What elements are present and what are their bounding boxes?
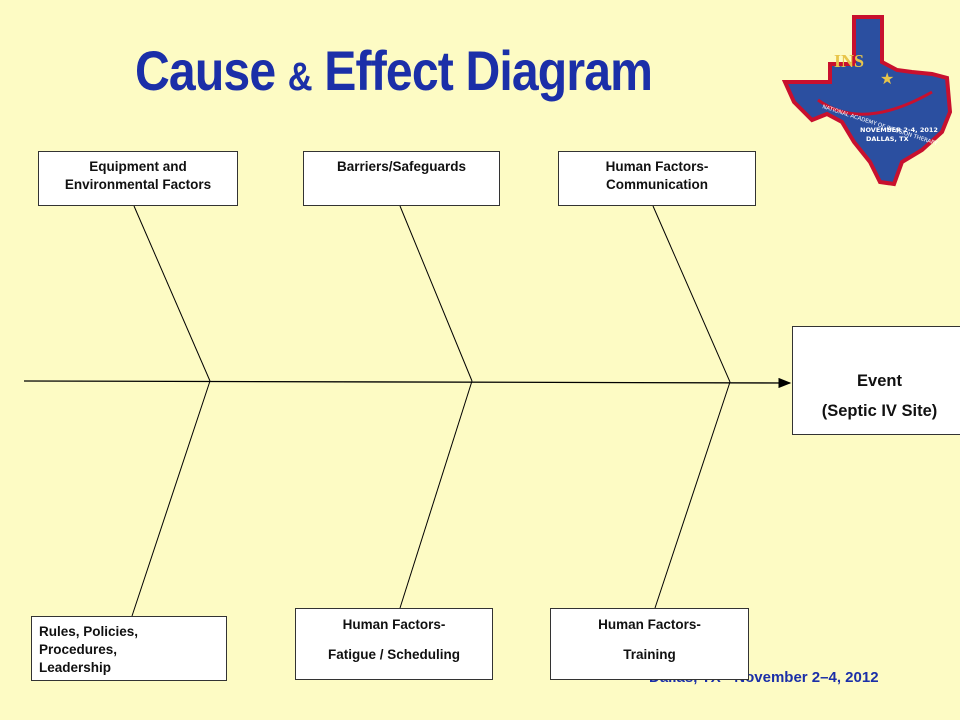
cause-label: Fatigue / Scheduling	[327, 647, 460, 663]
effect-box-event: Event (Septic IV Site)	[792, 326, 960, 435]
cause-box-training: Human Factors- Training	[550, 608, 749, 680]
cause-label: Procedures,	[39, 642, 118, 658]
bone-bottom-1	[131, 380, 211, 617]
bone-top-3	[652, 205, 731, 383]
cause-label: Human Factors-	[605, 159, 709, 174]
cause-box-communication: Human Factors- Communication	[558, 151, 756, 206]
title-ampersand: &	[287, 55, 313, 99]
logo-abbr: INS	[834, 51, 864, 71]
cause-label: Barriers/Safeguards	[336, 159, 467, 174]
cause-label: Training	[623, 647, 676, 663]
page-title: Cause & Effect Diagram	[135, 38, 653, 103]
cause-box-fatigue: Human Factors- Fatigue / Scheduling	[295, 608, 493, 680]
cause-label: Equipment and	[89, 159, 187, 174]
cause-label: Communication	[605, 177, 708, 193]
logo-star-icon: ★	[880, 69, 894, 88]
title-part2: Effect Diagram	[311, 39, 653, 102]
bone-top-2	[399, 205, 473, 382]
bone-bottom-2	[399, 380, 473, 609]
title-part1: Cause	[135, 39, 288, 102]
cause-box-barriers: Barriers/Safeguards	[303, 151, 500, 206]
cause-label: Leadership	[39, 660, 112, 676]
cause-label: Human Factors-	[342, 617, 446, 632]
logo-date: NOVEMBER 2-4, 2012	[860, 126, 938, 134]
cause-box-rules: Rules, Policies, Procedures, Leadership	[31, 616, 227, 681]
cause-label: Environmental Factors	[64, 177, 212, 193]
logo-city: DALLAS, TX	[866, 135, 909, 143]
spine-arrow	[23, 377, 792, 389]
cause-label: Human Factors-	[598, 617, 701, 632]
effect-label: Event	[857, 372, 902, 390]
bone-bottom-3	[654, 381, 731, 609]
bone-top-1	[133, 205, 211, 382]
effect-label: (Septic IV Site)	[821, 401, 938, 420]
cause-box-equipment: Equipment and Environmental Factors	[38, 151, 238, 206]
ins-texas-logo: INS ★ NATIONAL ACADEMY OF INFUSION THERA…	[782, 15, 953, 187]
cause-label: Rules, Policies,	[39, 624, 139, 639]
